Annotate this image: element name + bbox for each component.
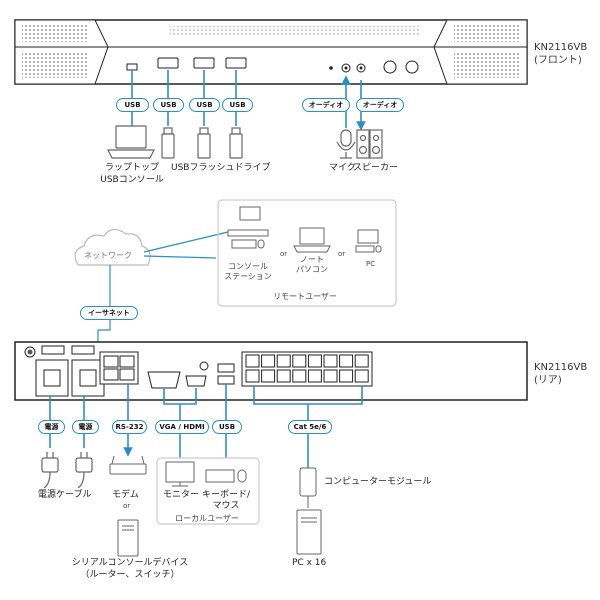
label-network: ネットワーク (84, 251, 132, 260)
pill-usb-3: USB (189, 98, 220, 112)
vga-port (147, 371, 181, 389)
cat-port (354, 354, 369, 368)
label-keyboard-mouse-2: マウス (212, 501, 240, 511)
label-monitor: モニター (163, 490, 200, 500)
label-pc-remote: PC (366, 260, 376, 268)
cat-port (339, 354, 354, 368)
notebook-icon (293, 227, 331, 253)
pc-tower-icon (296, 509, 322, 555)
label-or-1: or (280, 250, 288, 258)
label-speaker: スピーカー (353, 163, 399, 173)
cat-port (261, 354, 276, 368)
pill-ethernet: イーサネット (80, 306, 138, 320)
front-model: KN2116VB (534, 42, 588, 53)
pill-usb-1: USB (116, 98, 149, 112)
label-console-station-2: ステーション (224, 272, 272, 281)
label-serial-2: （ルーター、スイッチ） (80, 570, 180, 580)
mini-usb-port (126, 63, 138, 71)
power-socket-2 (71, 359, 105, 397)
label-notebook-2: パソコン (296, 265, 328, 274)
monitor-icon (165, 461, 195, 487)
pill-power-1: 電源 (38, 420, 65, 434)
label-mic: マイク (329, 163, 356, 173)
front-view: (フロント) (534, 55, 582, 66)
pill-usb-2: USB (153, 98, 184, 112)
label-modem: モデム (112, 490, 139, 500)
usb-port-2 (193, 57, 215, 69)
label-remote-users: リモートユーザー (273, 292, 337, 301)
rear-model: KN2116VB (534, 362, 588, 373)
computer-module-icon (299, 467, 317, 508)
front-panel (14, 19, 528, 85)
label-computer-module: コンピューターモジュール (324, 477, 432, 487)
cat-port (307, 369, 322, 383)
cat-port (245, 369, 260, 383)
usb-port-1 (157, 57, 179, 69)
label-console-station-1: コンソール (228, 262, 268, 271)
label-or-2: or (338, 250, 346, 258)
cat-port (245, 354, 260, 368)
cat-port (323, 369, 338, 383)
pill-cat: Cat 5e/6 (288, 420, 332, 434)
pc-icon (355, 229, 382, 253)
power-plug-icon (41, 452, 93, 489)
pill-vga-hdmi: VGA / HDMI (155, 420, 209, 434)
console-station-icon (227, 206, 269, 249)
network-lines (97, 231, 229, 360)
cat-port (292, 369, 307, 383)
cat-port (307, 354, 322, 368)
cat-port (292, 354, 307, 368)
label-or-3: or (123, 502, 131, 510)
serial-device-icon (117, 519, 139, 557)
label-keyboard-mouse-1: キーボード/ (201, 490, 251, 500)
cat-port (276, 369, 291, 383)
cat-port (323, 354, 338, 368)
label-usb-flash: USBフラッシュドライブ (171, 163, 271, 173)
pill-usb-rear: USB (212, 420, 242, 434)
cat-port (261, 369, 276, 383)
rear-panel (14, 341, 528, 401)
pill-audio-2: オーディオ (356, 98, 404, 112)
label-serial-1: シリアルコンソールデバイス (71, 558, 189, 568)
label-power-cable: 電源ケーブル (38, 490, 92, 500)
pill-audio-1: オーディオ (302, 98, 350, 112)
keyboard-mouse-icon (205, 469, 247, 483)
hdmi-port (185, 375, 207, 387)
label-pc-x16: PC x 16 (292, 558, 327, 568)
cat-port (354, 369, 369, 383)
local-users-box (156, 457, 260, 525)
pill-usb-4: USB (222, 98, 253, 112)
label-usb-console: USBコンソール (100, 175, 164, 185)
cat-port (276, 354, 291, 368)
microphone-icon (336, 129, 356, 159)
power-socket-1 (35, 359, 69, 397)
label-notebook-1: ノート (300, 255, 324, 264)
label-local-users: ローカルユーザー (175, 514, 239, 523)
label-laptop: ラップトップ (104, 163, 159, 173)
cat-port (339, 369, 354, 383)
pill-rs232: RS-232 (112, 420, 147, 434)
usb-flash-icon (161, 127, 243, 159)
rear-view: (リア) (534, 375, 562, 386)
remote-users-box (217, 199, 397, 307)
modem-icon (109, 455, 147, 475)
pill-power-2: 電源 (72, 420, 99, 434)
network-cloud (74, 228, 151, 266)
speaker-icon (356, 129, 383, 159)
laptop-icon (107, 125, 155, 159)
usb-port-3 (225, 57, 247, 69)
